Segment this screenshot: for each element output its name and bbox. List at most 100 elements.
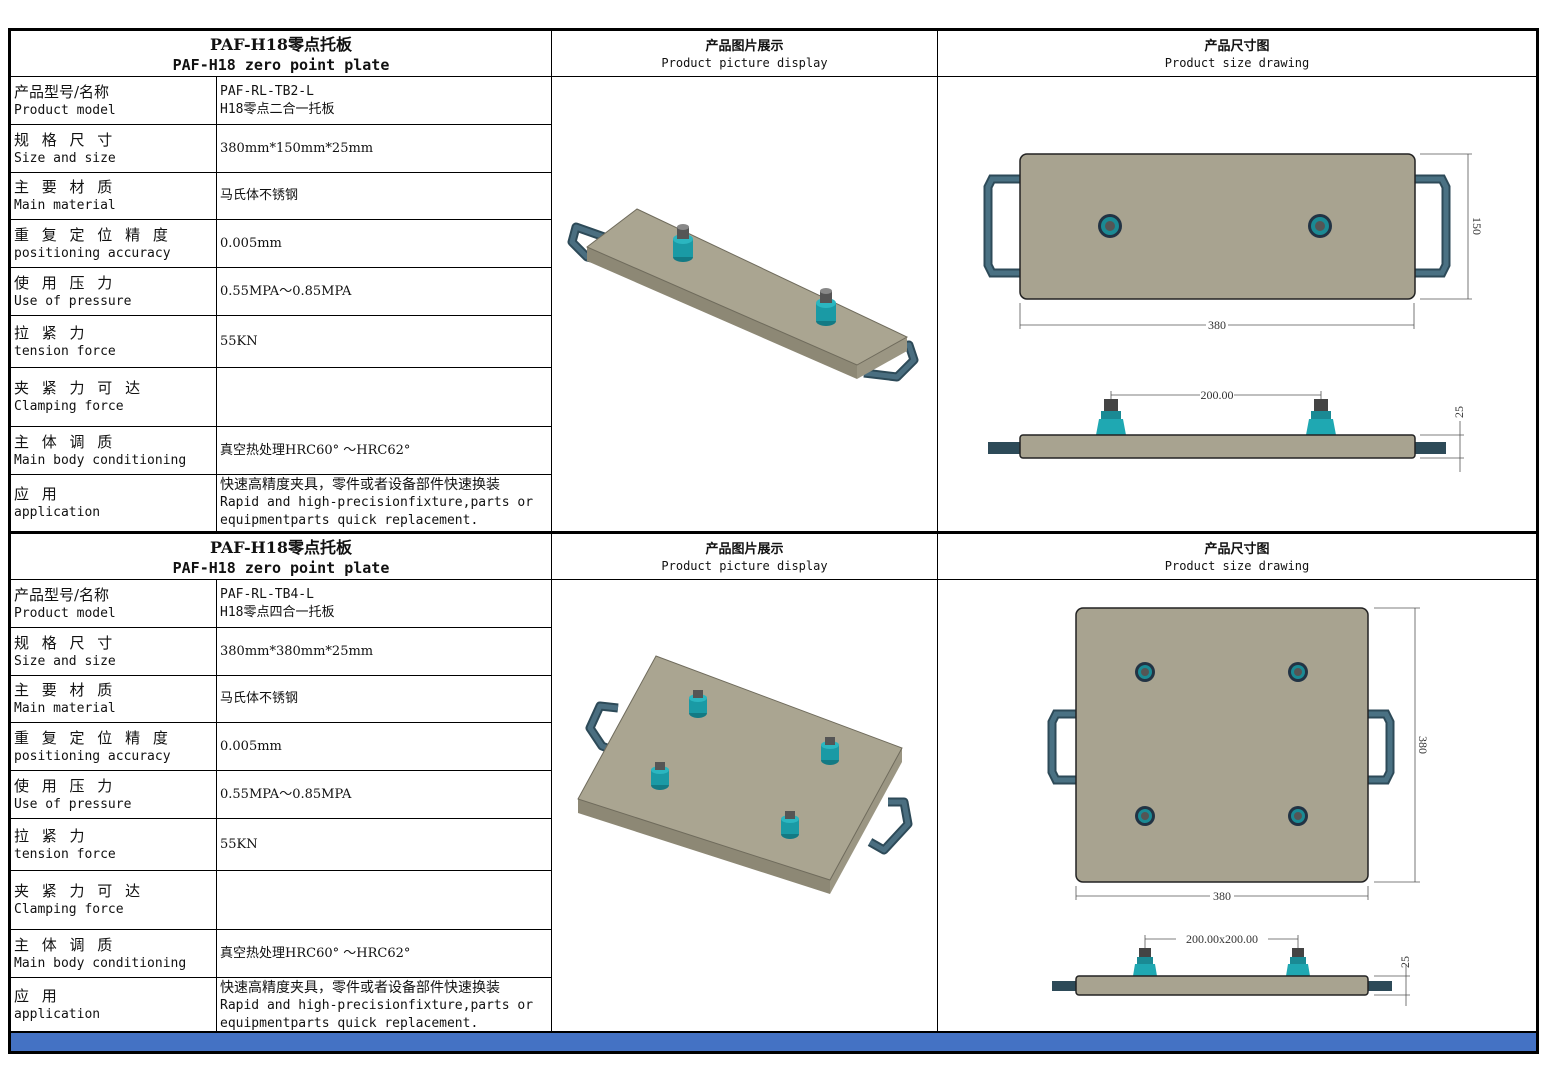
label-en: Product model (14, 605, 116, 621)
label-zh: 重 复 定 位 精 度 (14, 225, 172, 244)
label-zh: 拉 紧 力 (14, 826, 89, 845)
drawing-column: 产品尺寸图 Product size drawing 380 (938, 534, 1536, 1031)
label-zh: 主 要 材 质 (14, 178, 117, 196)
pin-side-2 (1286, 948, 1310, 976)
label-zh: 产品型号/名称 (14, 585, 110, 604)
picture-header: 产品图片展示 Product picture display (552, 31, 937, 77)
label-en: Use of pressure (14, 796, 132, 812)
label-zh: 产品型号/名称 (14, 82, 110, 101)
label-zh: 夹 紧 力 可 达 (14, 882, 145, 900)
title-zh: PAF-H18零点托板 (210, 538, 352, 557)
model-code: PAF-RL-TB4-L (220, 586, 314, 602)
picture-column: 产品图片展示 Product picture display (552, 534, 938, 1031)
label-zh: 使 用 压 力 (14, 273, 117, 292)
title-zh: PAF-H18零点托板 (210, 35, 352, 54)
label-en: Clamping force (14, 902, 124, 917)
label-en: tension force (14, 846, 116, 862)
drawing-header: 产品尺寸图 Product size drawing (938, 534, 1536, 580)
pin-top-2 (1308, 214, 1332, 238)
pin-2 (821, 737, 839, 765)
drawing-header-zh: 产品尺寸图 (1204, 542, 1270, 557)
drawing-column: 产品尺寸图 Product size drawing (938, 31, 1536, 531)
pressure-value: 0.55MPA～0.85MPA (220, 283, 352, 299)
drawing-header-en: Product size drawing (1164, 56, 1310, 70)
label-en: Main body conditioning (14, 955, 187, 971)
model-code: PAF-RL-TB2-L (220, 83, 314, 99)
model-name: H18零点四合一托板 (220, 604, 335, 620)
drawing-header-en: Product size drawing (1164, 559, 1310, 573)
label-en: Use of pressure (14, 293, 132, 309)
application-en-2: equipmentparts quick replacement. (220, 513, 479, 528)
material-value: 马氏体不锈钢 (220, 691, 299, 706)
product-title: PAF-H18零点托板 PAF-H18 zero point plate (11, 31, 551, 77)
accuracy-value: 0.005mm (220, 738, 282, 754)
pin-side-1 (1133, 948, 1157, 976)
label-zh: 重 复 定 位 精 度 (14, 728, 172, 747)
product-photo-2in1 (567, 208, 919, 382)
pin-top-3 (1135, 806, 1155, 826)
material-value: 马氏体不锈钢 (220, 188, 299, 203)
spacing-dim: 200.00 (1201, 388, 1234, 402)
pin-top-4 (1288, 806, 1308, 826)
label-en: Product model (14, 102, 116, 118)
label-zh: 主 要 材 质 (14, 681, 117, 699)
pin-3 (651, 762, 669, 790)
picture-header-zh: 产品图片展示 (705, 542, 784, 557)
pin-top-2 (1288, 662, 1308, 682)
model-name: H18零点二合一托板 (220, 101, 335, 117)
label-en: positioning accuracy (14, 245, 171, 261)
spec-row-clamping: 夹 紧 力 可 达 Clamping force (11, 871, 551, 930)
width-dim: 150 (1470, 217, 1484, 235)
info-column: PAF-H18零点托板 PAF-H18 zero point plate 产品型… (11, 31, 552, 531)
application-en-2: equipmentparts quick replacement. (220, 1016, 479, 1031)
drawing-header: 产品尺寸图 Product size drawing (938, 31, 1536, 77)
label-zh: 主 体 调 质 (14, 935, 117, 954)
pin-4 (781, 811, 799, 839)
length-dim: 380 (1213, 889, 1231, 903)
pin-1 (673, 224, 693, 262)
pin-top-1 (1135, 662, 1155, 682)
spec-sheet: PAF-H18零点托板 PAF-H18 zero point plate 产品型… (8, 28, 1539, 1054)
picture-header-en: Product picture display (661, 56, 828, 70)
label-en: tension force (14, 343, 116, 359)
application-en-1: Rapid and high-precisionfixture,parts or (220, 495, 534, 510)
drawing-header-zh: 产品尺寸图 (1204, 39, 1270, 54)
tension-value: 55KN (220, 836, 258, 852)
label-zh: 拉 紧 力 (14, 323, 89, 342)
label-zh: 规 格 尺 寸 (14, 130, 117, 149)
conditioning-value: 真空热处理HRC60° ～HRC62° (220, 945, 411, 961)
label-en: application (14, 1006, 101, 1022)
label-en: Size and size (14, 653, 116, 669)
accuracy-value: 0.005mm (220, 235, 282, 251)
label-en: Main material (14, 701, 116, 716)
size-drawing-2in1: 150 380 200.00 (983, 153, 1484, 472)
label-en: Clamping force (14, 399, 124, 414)
height-dim: 25 (1398, 956, 1412, 968)
product-title: PAF-H18零点托板 PAF-H18 zero point plate (11, 534, 551, 580)
label-zh: 应 用 (14, 485, 61, 503)
label-zh: 应 用 (14, 986, 61, 1005)
product-section-1: PAF-H18零点托板 PAF-H18 zero point plate 产品型… (11, 31, 1536, 534)
spec-row-clamping: 夹 紧 力 可 达 Clamping force (11, 368, 551, 427)
label-zh: 夹 紧 力 可 达 (14, 379, 145, 397)
pin-side-1 (1096, 399, 1126, 435)
height-dim: 25 (1452, 406, 1466, 418)
pin-side-2 (1306, 399, 1336, 435)
label-en: positioning accuracy (14, 748, 171, 764)
application-en-1: Rapid and high-precisionfixture,parts or (220, 998, 534, 1013)
title-en: PAF-H18 zero point plate (172, 559, 390, 577)
tension-value: 55KN (220, 333, 258, 349)
